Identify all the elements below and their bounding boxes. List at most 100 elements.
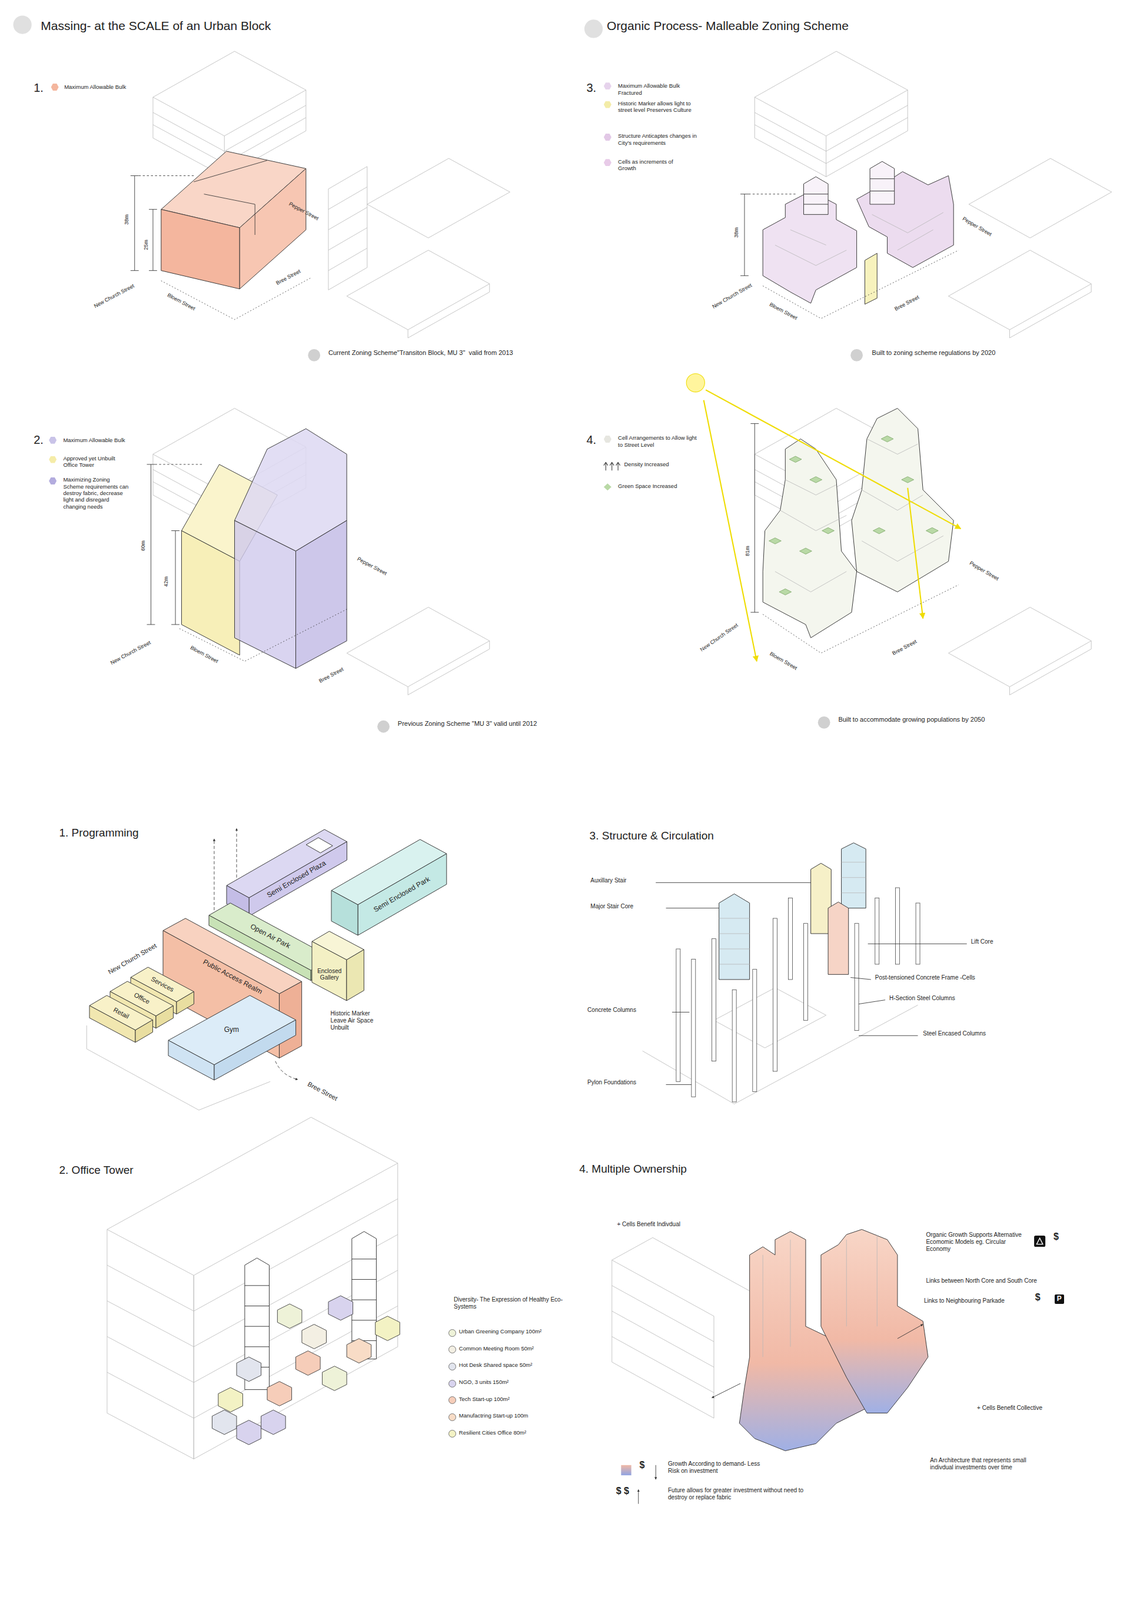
bulk-face [239, 168, 307, 289]
callout-label: Pylon Foundations [587, 1078, 637, 1086]
green-roof [925, 527, 939, 534]
legend-text: Green Space Increased [617, 482, 700, 490]
street-name: Pepper Street [961, 215, 993, 238]
green-space [769, 435, 939, 595]
site-boundary [762, 250, 959, 319]
section-heading: 1. Programming [59, 826, 139, 840]
legend-swatch [603, 133, 612, 141]
block-face [311, 941, 347, 1001]
program-block: Enclosed Gallery [311, 931, 364, 1001]
cell-edges [775, 212, 944, 266]
block-face [168, 1039, 215, 1080]
stair-tower [803, 176, 829, 215]
legend-swatch [603, 435, 612, 443]
link-arrow [712, 1383, 741, 1398]
section-heading: 2. Office Tower [59, 1163, 134, 1178]
legend-swatch [448, 1345, 457, 1354]
dimension: 38m [123, 214, 130, 225]
site-boundary [762, 584, 959, 653]
currency-symbol: $ [639, 1460, 645, 1470]
context-building [328, 166, 368, 291]
context-building [612, 1237, 756, 1418]
legend-text: Resilient Cities Office 80m² [459, 1428, 527, 1436]
green-roof [779, 588, 792, 595]
access-arrow [275, 1061, 298, 1080]
growth-swatch [620, 1464, 631, 1475]
column [875, 897, 880, 965]
program-block: Semi Enclosed Park [331, 839, 447, 936]
legend-text: NGO, 3 units 150m² [459, 1378, 509, 1385]
street-name: Bree Street [318, 666, 345, 685]
brush-mark [584, 19, 603, 38]
office-cell [375, 1315, 401, 1341]
note: Future allows for greater investment wit… [667, 1486, 822, 1501]
block-face [357, 853, 447, 936]
parking-symbol: P [1054, 1294, 1065, 1304]
office-cell [328, 1295, 354, 1321]
legend-swatch [448, 1379, 457, 1388]
green-roof [789, 456, 802, 463]
column [915, 902, 920, 965]
legend-text: Cell Arrangements to Allow light to Stre… [617, 434, 700, 448]
office-cell [277, 1303, 302, 1329]
green-roof [872, 527, 886, 534]
note: Organic Growth Supports Alternative Ecom… [925, 1231, 1028, 1253]
context-building [107, 1117, 398, 1459]
street-name: Bree Street [275, 268, 302, 287]
stair-hatch [762, 1234, 877, 1357]
context-buildings [153, 408, 490, 696]
cell-tower [762, 439, 857, 638]
trend-arrow [655, 1464, 657, 1480]
sun-ray [703, 400, 757, 662]
brush-mark [818, 716, 831, 729]
column [895, 887, 900, 965]
legend-swatch [448, 1328, 457, 1337]
callout-label: Historic Marker Leave Air Space Unbuilt [330, 1009, 382, 1032]
caption: Previous Zoning Scheme "MU 3" valid unti… [397, 719, 537, 728]
dimension: 81m [744, 545, 751, 557]
cell-edges [775, 439, 944, 593]
bulk-face [161, 209, 240, 289]
column [732, 989, 737, 1102]
currency-symbol: $ [1035, 1292, 1041, 1302]
legend-text: Density Increased [624, 460, 707, 468]
dimension-line [130, 175, 158, 271]
program-block: Gym [168, 995, 297, 1080]
recycle-glyph [1036, 1237, 1043, 1244]
columns [676, 887, 920, 1102]
block-face [89, 1005, 136, 1043]
caption: Current Zoning Scheme"Transiton Block, M… [328, 349, 514, 357]
sun-ray [907, 487, 923, 619]
panel-heading: Massing- at the SCALE of an Urban Block [40, 18, 271, 33]
sun-ray [705, 389, 961, 529]
historic-marker [864, 253, 877, 305]
legend-text: Structure Anticaptes changes in City's r… [617, 132, 700, 146]
legend-text: Tech Start-up 100m² [459, 1395, 510, 1402]
street-name: New Church Street [92, 282, 136, 309]
column [788, 897, 793, 980]
dimension-line [750, 423, 759, 613]
site-boundary [161, 277, 312, 320]
callout-label: Auxillary Stair [590, 876, 627, 884]
legend-swatch [603, 158, 612, 166]
callout-label: Lift Core [971, 938, 994, 946]
context-buildings [754, 51, 1092, 338]
stair-tower [351, 1231, 377, 1359]
caption: Built to accommodate growing populations… [838, 715, 985, 724]
dimension: 38m [733, 227, 740, 238]
brush-mark [307, 349, 321, 362]
street-name: Bloem Street [188, 645, 219, 666]
column [676, 948, 681, 1082]
program-block: Semi Enclosed Plaza [226, 829, 347, 916]
ownership-tower [821, 1229, 929, 1414]
street-name: New Church Street [109, 639, 152, 666]
note: + Cells Benefit Indivdual [616, 1220, 681, 1228]
block-label: Gym [224, 1025, 239, 1035]
dimension: 60m [139, 540, 146, 551]
street-name: Bree Street [891, 638, 918, 657]
brush-mark [850, 349, 863, 362]
block-shape [89, 995, 153, 1043]
dimension: 42m [163, 576, 170, 587]
sun [686, 373, 705, 392]
